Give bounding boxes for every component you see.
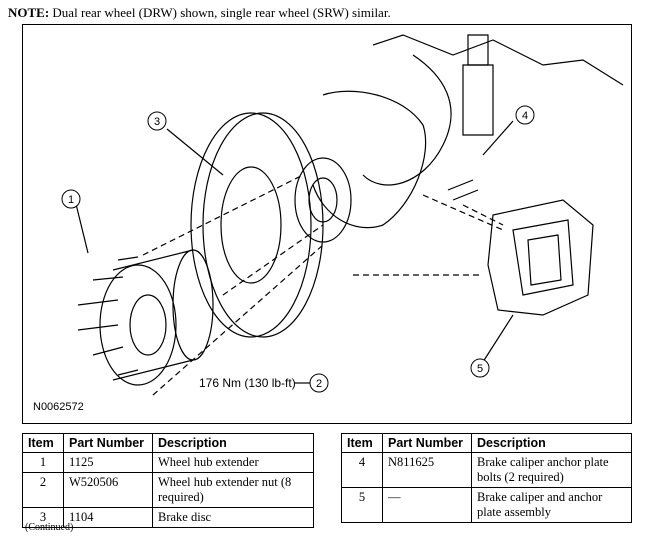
description-cell: Wheel hub extender nut (8 required)	[152, 472, 314, 508]
callout-2	[309, 373, 329, 393]
table-header-row: Item Part Number Description	[22, 433, 314, 453]
shock-absorber-body	[462, 64, 494, 136]
callout-2-label: 2	[316, 378, 322, 390]
item-cell: 1	[22, 452, 64, 473]
part-number-cell: 1104	[63, 507, 153, 528]
torque-spec: 176 Nm (130 lb-ft)	[199, 376, 296, 390]
suspension-arm-line	[372, 34, 624, 86]
col-description: Description	[152, 433, 314, 453]
note: NOTE: Dual rear wheel (DRW) shown, singl…	[8, 5, 391, 21]
callout-4-label: 4	[522, 110, 528, 122]
caliper-body	[487, 199, 594, 316]
parts-table-right: Item Part Number Description 4 N811625 B…	[341, 433, 632, 523]
callout-1	[61, 189, 81, 209]
table-row: 5 — Brake caliper and anchor plate assem…	[341, 487, 632, 523]
table-row: 2 W520506 Wheel hub extender nut (8 requ…	[22, 472, 314, 508]
brake-assembly-drawing: 1 2 3 4 5	[61, 34, 624, 396]
callout-5-label: 5	[477, 363, 483, 375]
table-header-row: Item Part Number Description	[341, 433, 632, 453]
col-part-number: Part Number	[382, 433, 472, 453]
anchor-bolts	[447, 179, 479, 201]
callout-5	[470, 358, 490, 378]
note-label: NOTE:	[8, 5, 50, 20]
callout-3-label: 3	[154, 116, 160, 128]
col-item: Item	[341, 433, 383, 453]
col-item: Item	[22, 433, 64, 453]
callout-1-label: 1	[68, 194, 74, 206]
part-number-cell: —	[382, 487, 472, 523]
table-row: 1 1125 Wheel hub extender	[22, 452, 314, 473]
note-text: Dual rear wheel (DRW) shown, single rear…	[52, 5, 391, 20]
figure-code: N0062572	[33, 401, 84, 413]
description-cell: Brake disc	[152, 507, 314, 528]
item-cell: 5	[341, 487, 383, 523]
hub-extender-flange	[99, 264, 177, 386]
table-row: 4 N811625 Brake caliper anchor plate bol…	[341, 452, 632, 488]
part-number-cell: N811625	[382, 452, 472, 488]
item-cell: 2	[22, 472, 64, 508]
description-cell: Wheel hub extender	[152, 452, 314, 473]
table-row: 3 1104 Brake disc	[22, 507, 314, 528]
brake-disc-hat	[220, 166, 282, 284]
exploded-view-figure: 1 2 3 4 5 176 Nm (130 lb-ft) N0062572	[22, 24, 632, 424]
item-cell: 4	[341, 452, 383, 488]
knuckle-outline	[362, 54, 452, 186]
hub-bearing	[294, 157, 352, 243]
continued-note: (Continued)	[25, 522, 74, 533]
part-number-cell: 1125	[63, 452, 153, 473]
col-part-number: Part Number	[63, 433, 153, 453]
callout-3	[147, 111, 167, 131]
parts-table-left: Item Part Number Description 1 1125 Whee…	[22, 433, 314, 528]
col-description: Description	[471, 433, 632, 453]
description-cell: Brake caliper and anchor plate assembly	[471, 487, 632, 523]
description-cell: Brake caliper anchor plate bolts (2 requ…	[471, 452, 632, 488]
part-number-cell: W520506	[63, 472, 153, 508]
callout-4	[515, 105, 535, 125]
wheel-studs	[77, 256, 139, 376]
